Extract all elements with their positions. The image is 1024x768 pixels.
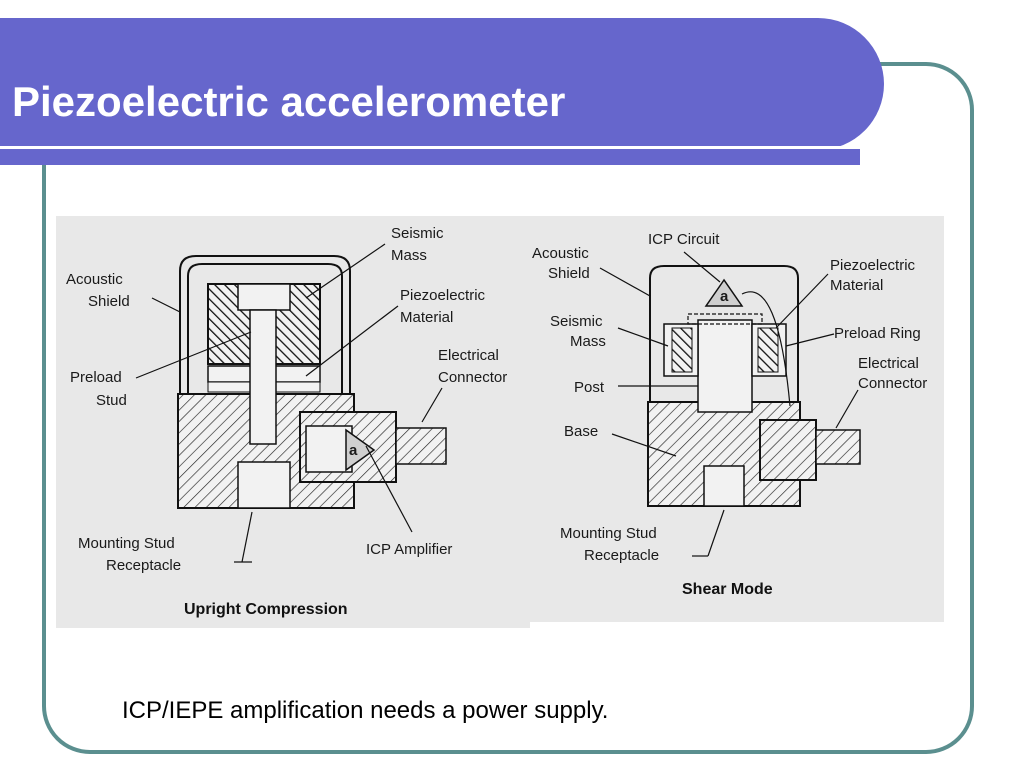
- connector-shape: [395, 427, 447, 465]
- piezo-material-shape-left: [671, 327, 693, 373]
- post-shape: [697, 319, 753, 413]
- icp-circuit-label: ICP Circuit: [648, 231, 720, 248]
- amp-symbol-label: a: [720, 288, 729, 305]
- slide-title: Piezoelectric accelerometer: [12, 78, 566, 125]
- preload-ring-shape: [687, 313, 763, 325]
- title-rule: [0, 146, 880, 149]
- mounting-receptacle-shape: [237, 461, 291, 509]
- post-label: Post: [574, 379, 605, 396]
- piezo-material-shape-right: [757, 327, 779, 373]
- icp-amplifier-label: ICP Amplifier: [366, 541, 452, 558]
- icp-circuit-symbol: [704, 278, 744, 307]
- title-band: [0, 149, 860, 165]
- amp-symbol-label: a: [349, 442, 358, 459]
- slide-caption: ICP/IEPE amplification needs a power sup…: [122, 697, 609, 724]
- base-label: Base: [564, 423, 598, 440]
- connector-housing-shape: [759, 419, 817, 481]
- mounting-receptacle-shape: [703, 465, 745, 507]
- connector-shape: [815, 429, 861, 465]
- acoustic-shield-shape: [649, 265, 799, 406]
- preload-stud-shape: [249, 309, 277, 445]
- title-bar: [0, 18, 884, 150]
- amplifier-symbol: [345, 428, 376, 472]
- shear-caption: Shear Mode: [682, 581, 773, 598]
- acoustic-shield-shape: [179, 255, 351, 398]
- preload-ring-label: Preload Ring: [834, 325, 921, 342]
- upright-caption: Upright Compression: [184, 601, 348, 618]
